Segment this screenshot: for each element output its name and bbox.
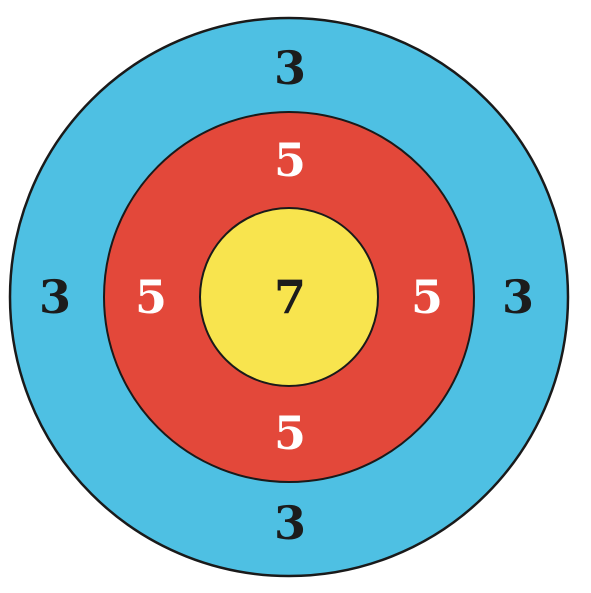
score-label-outer-left: 3 xyxy=(39,270,71,324)
score-label-outer-top: 3 xyxy=(274,41,306,95)
inner-ring-labels: 7 xyxy=(274,270,306,324)
score-label-inner-center: 7 xyxy=(274,270,306,324)
score-label-middle-bottom: 5 xyxy=(274,406,306,460)
score-label-middle-left: 5 xyxy=(135,270,167,324)
score-label-middle-right: 5 xyxy=(411,270,443,324)
score-label-middle-top: 5 xyxy=(274,133,306,187)
middle-ring-labels: 5 5 5 5 xyxy=(135,133,443,460)
score-label-outer-bottom: 3 xyxy=(274,496,306,550)
outer-ring-labels: 3 3 3 3 xyxy=(39,41,534,550)
score-label-outer-right: 3 xyxy=(502,270,534,324)
inner-ring-yellow xyxy=(199,207,379,387)
